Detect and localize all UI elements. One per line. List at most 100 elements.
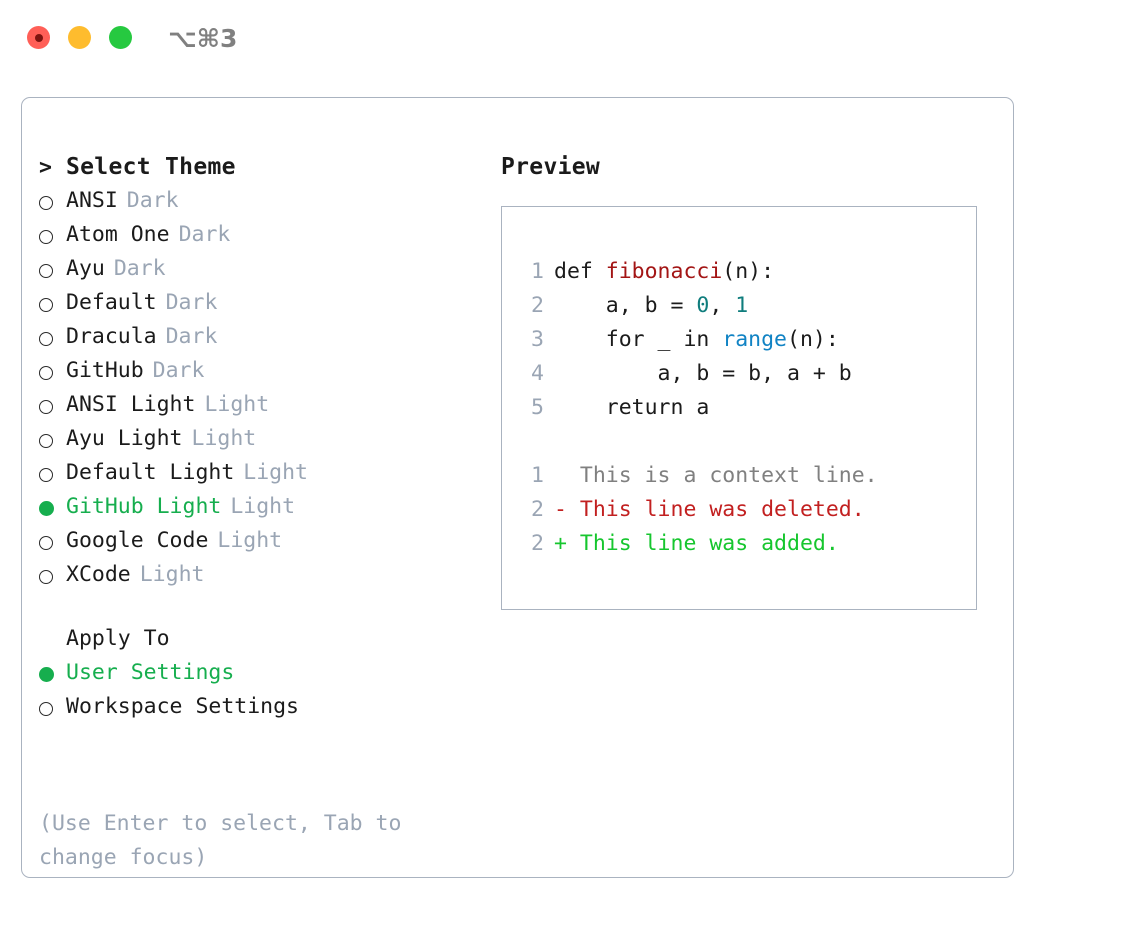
bullet-shape	[39, 702, 53, 716]
keyboard-shortcut-label: ⌥⌘3	[168, 24, 238, 53]
title-bar: ⌥⌘3	[0, 0, 1140, 78]
apply-to-option-user-settings[interactable]: User Settings	[39, 656, 479, 690]
bullet-shape	[39, 536, 53, 550]
code-line-number: 1	[531, 259, 544, 284]
traffic-light-buttons	[27, 26, 132, 49]
theme-option-label: Ayu Light	[66, 426, 183, 451]
theme-option-dracula[interactable]: Dracula Dark	[39, 320, 479, 354]
theme-option-ayu[interactable]: Ayu Dark	[39, 252, 479, 286]
select-theme-heading-label: Select Theme	[66, 154, 236, 180]
radio-selected-icon	[39, 664, 66, 682]
theme-variant-tag: Light	[204, 392, 270, 417]
diff-line-number: 2	[531, 531, 544, 556]
radio-unselected-icon	[39, 431, 66, 448]
theme-option-ansi-light[interactable]: ANSI Light Light	[39, 388, 479, 422]
theme-option-github-light[interactable]: GitHub Light Light	[39, 490, 479, 524]
theme-variant-tag: Light	[230, 494, 296, 519]
radio-unselected-icon	[39, 567, 66, 584]
radio-unselected-icon	[39, 261, 66, 278]
theme-option-label: Dracula	[66, 324, 157, 349]
bullet-shape	[39, 400, 53, 414]
theme-option-label: ANSI Light	[66, 392, 196, 417]
code-line: 4 a, b = b, a + b	[522, 357, 976, 391]
bullet-shape	[39, 298, 53, 312]
theme-variant-tag: Light	[217, 528, 283, 553]
theme-option-ayu-light[interactable]: Ayu Light Light	[39, 422, 479, 456]
apply-to-heading: Apply To	[39, 622, 479, 656]
bullet-shape	[39, 366, 53, 380]
radio-unselected-icon	[39, 465, 66, 482]
theme-variant-tag: Dark	[152, 358, 205, 383]
theme-variant-tag: Dark	[178, 222, 231, 247]
code-line-number: 5	[531, 395, 544, 420]
radio-unselected-icon	[39, 363, 66, 380]
code-line: 5 return a	[522, 391, 976, 425]
apply-to-heading-label: Apply To	[66, 626, 170, 651]
radio-unselected-icon	[39, 397, 66, 414]
code-line: 3 for _ in range(n):	[522, 323, 976, 357]
code-token-plain: a, b = b, a + b	[554, 361, 852, 386]
code-token-fn: fibonacci	[605, 259, 723, 284]
bullet-shape	[39, 264, 53, 278]
code-token-plain: a, b =	[554, 293, 697, 318]
keyboard-hint-line-2: change focus)	[39, 845, 208, 870]
theme-option-label: Google Code	[66, 528, 209, 553]
bullet-shape	[39, 434, 53, 448]
code-line-number: 2	[531, 293, 544, 318]
bullet-shape	[39, 667, 54, 682]
theme-option-label: Atom One	[66, 222, 170, 247]
keyboard-hint-text: (Use Enter to select, Tab to change focu…	[39, 807, 459, 875]
code-line-number: 3	[531, 327, 544, 352]
diff-line-add: 2 + This line was added.	[522, 527, 976, 561]
bullet-shape	[39, 196, 53, 210]
theme-variant-tag: Dark	[113, 256, 166, 281]
theme-option-label: GitHub Light	[66, 494, 222, 519]
radio-selected-icon	[39, 498, 66, 516]
diff-line-del: 2 - This line was deleted.	[522, 493, 976, 527]
theme-option-label: Default Light	[66, 460, 235, 485]
theme-variant-tag: Light	[191, 426, 257, 451]
diff-line-text: + This line was added.	[554, 531, 839, 556]
code-token-plain: (n):	[787, 327, 839, 352]
code-token-kw: for _ in	[554, 327, 723, 352]
radio-unselected-icon	[39, 227, 66, 244]
code-line: 2 a, b = 0, 1	[522, 289, 976, 323]
bullet-shape	[39, 501, 54, 516]
preview-spacer	[522, 425, 976, 459]
radio-unselected-icon	[39, 193, 66, 210]
theme-variant-tag: Dark	[165, 324, 218, 349]
diff-line-text: - This line was deleted.	[554, 497, 865, 522]
minimize-window-icon[interactable]	[68, 26, 91, 49]
code-line-number: 4	[531, 361, 544, 386]
theme-option-label: Ayu	[66, 256, 105, 281]
code-token-kw: return a	[554, 395, 710, 420]
code-token-num: 1	[735, 293, 749, 318]
zoom-window-icon[interactable]	[109, 26, 132, 49]
theme-option-label: Default	[66, 290, 157, 315]
select-theme-heading: > Select Theme	[39, 150, 479, 184]
close-window-icon[interactable]	[27, 26, 50, 49]
radio-unselected-icon	[39, 533, 66, 550]
theme-option-label: ANSI	[66, 188, 118, 213]
preview-title-label: Preview	[501, 154, 601, 180]
diff-line-number: 2	[531, 497, 544, 522]
theme-option-google-code[interactable]: Google Code Light	[39, 524, 479, 558]
apply-to-option-workspace-settings[interactable]: Workspace Settings	[39, 690, 479, 724]
code-token-num: 0	[696, 293, 710, 318]
code-token-plain: ,	[709, 293, 736, 318]
bullet-shape	[39, 570, 53, 584]
theme-option-atom-one[interactable]: Atom One Dark	[39, 218, 479, 252]
